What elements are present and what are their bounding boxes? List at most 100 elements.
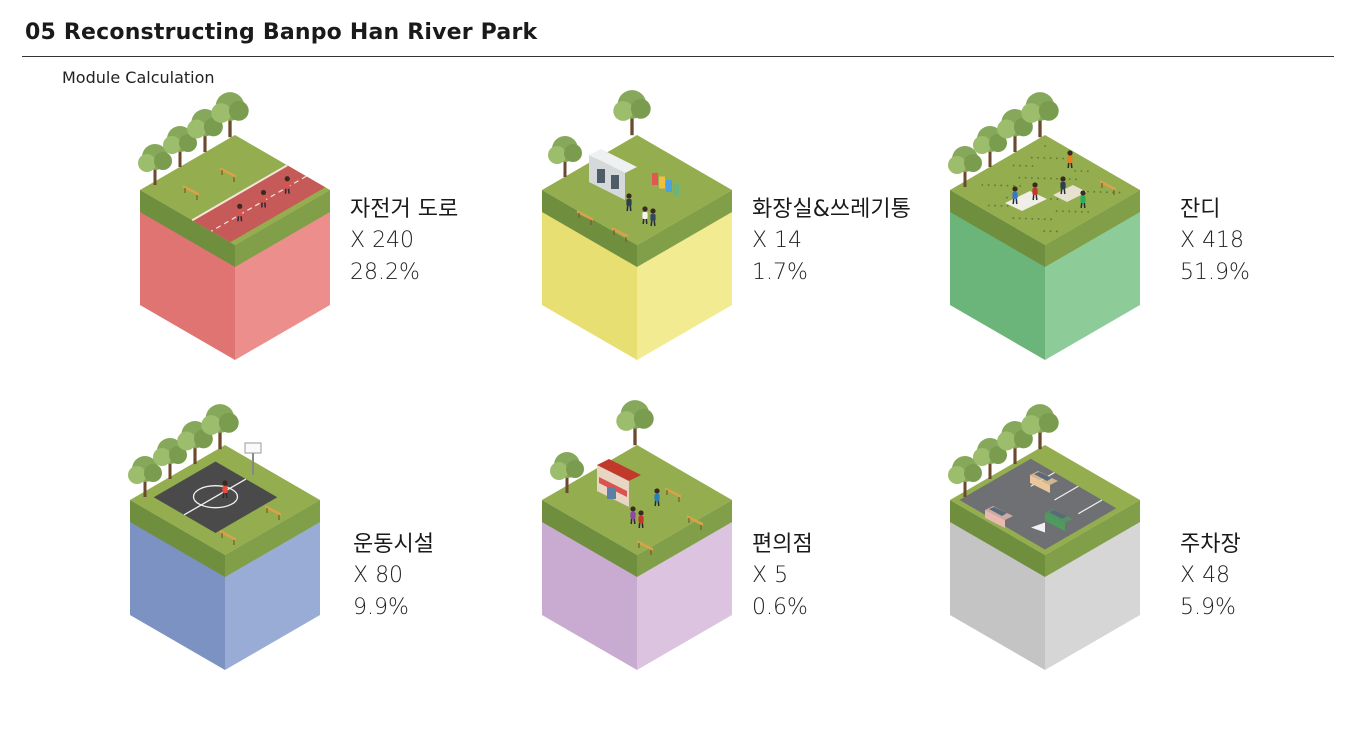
module-sports-facility: 운동시설 X 80 9.9% [125, 404, 525, 685]
person-body [1012, 192, 1018, 199]
grass-tuft [1025, 217, 1027, 220]
module-percent: 51.9% [1180, 260, 1250, 285]
car-body [1045, 513, 1065, 531]
car-window [1049, 510, 1067, 519]
tree-trunk [228, 115, 232, 138]
trash-bin [666, 180, 672, 192]
grass-tuft [1093, 190, 1096, 193]
tree-canopy [613, 101, 634, 121]
title-divider [22, 56, 1334, 57]
person-leg [650, 220, 653, 227]
grass-tuft [1105, 191, 1108, 194]
grass-top [542, 445, 732, 555]
grass-tuft [1055, 210, 1058, 212]
grass-tuft [987, 184, 990, 186]
tree-canopy [550, 462, 568, 480]
bench [183, 185, 199, 196]
grass-tuft [981, 183, 984, 186]
person-head [1032, 182, 1038, 188]
person-leg [284, 188, 287, 194]
grass-tuft [1019, 164, 1021, 167]
person-leg [222, 492, 225, 499]
trash-bin [659, 176, 665, 189]
person-body [1080, 196, 1086, 203]
tree-trunk [963, 167, 967, 187]
store-roof [597, 459, 641, 481]
module-lawn: 잔디 X 418 51.9% [945, 92, 1345, 375]
person-body [638, 516, 644, 523]
module-count: X 80 [353, 563, 404, 588]
tree-canopy [128, 466, 146, 484]
tree-trunk [143, 477, 147, 497]
grass-tuft [1019, 185, 1022, 187]
grass-tuft [1080, 210, 1083, 213]
lane-divider [210, 175, 307, 232]
tree-trunk [153, 165, 157, 185]
grass-tuft [987, 204, 990, 207]
bench [220, 167, 236, 178]
page-subtitle: Module Calculation [62, 68, 215, 87]
person-body [284, 181, 290, 189]
grass-tuft [1043, 157, 1046, 159]
direction-arrow [1031, 522, 1045, 533]
module-count: X 14 [752, 228, 803, 253]
tree-canopy [964, 154, 982, 172]
tree-canopy [566, 460, 584, 478]
person-body [654, 494, 660, 501]
grass-tuft [1012, 217, 1015, 220]
grass-tuft [1056, 198, 1059, 201]
grass-tuft [1099, 191, 1102, 193]
grass-tuft [1000, 184, 1003, 187]
person-head [626, 193, 632, 199]
grass-tuft [1068, 178, 1071, 180]
grass-tuft [1043, 218, 1046, 221]
module-restroom-trash: 화장실&쓰레기통 X 14 1.7% [537, 90, 937, 375]
tree-canopy [1021, 103, 1042, 123]
module-name: 화장실&쓰레기통 [752, 197, 911, 222]
bench [1100, 180, 1116, 191]
grass-tuft [1024, 176, 1027, 179]
person-leg [654, 500, 657, 507]
grass-tuft [1043, 177, 1046, 180]
court-circle [192, 485, 239, 509]
grass-right-edge [637, 190, 732, 267]
module-percent: 1.7% [752, 260, 808, 285]
tree-canopy [616, 411, 637, 431]
car-window [989, 507, 1007, 516]
restroom-door [611, 175, 619, 189]
module-bike-road: 자전거 도로 X 240 28.2% [135, 92, 535, 375]
tree-trunk [565, 473, 569, 493]
person-head [642, 206, 648, 212]
person-leg [642, 218, 645, 225]
tree-canopy [153, 448, 171, 466]
tree-trunk [988, 459, 992, 479]
lane-edge [191, 164, 288, 222]
person-head [1060, 176, 1066, 182]
tree-canopy [169, 446, 187, 464]
tree-trunk [203, 131, 207, 153]
grass-left-edge [542, 190, 637, 267]
grass-tuft [1037, 156, 1039, 159]
grass-tuft [1018, 176, 1021, 179]
person-leg [630, 518, 633, 525]
tree-canopy [973, 448, 991, 466]
tree-canopy [218, 412, 239, 433]
person-leg [626, 205, 629, 212]
person-leg [1083, 202, 1086, 209]
person-leg [638, 522, 641, 529]
tree-canopy [144, 464, 162, 482]
tree-canopy [989, 446, 1007, 464]
grass-tuft [1049, 157, 1052, 160]
grass-tuft [1025, 164, 1028, 167]
person-leg [1080, 202, 1083, 209]
grass-tuft [1012, 164, 1015, 167]
car-body [985, 510, 1005, 528]
grass-tuft [1056, 157, 1058, 160]
grass-tuft [1037, 218, 1040, 220]
module-count: X 5 [752, 563, 789, 588]
bench [687, 515, 703, 526]
grass-tuft [1050, 198, 1052, 200]
person-leg [237, 216, 240, 222]
tree-trunk [563, 157, 567, 177]
person-body [237, 209, 243, 217]
